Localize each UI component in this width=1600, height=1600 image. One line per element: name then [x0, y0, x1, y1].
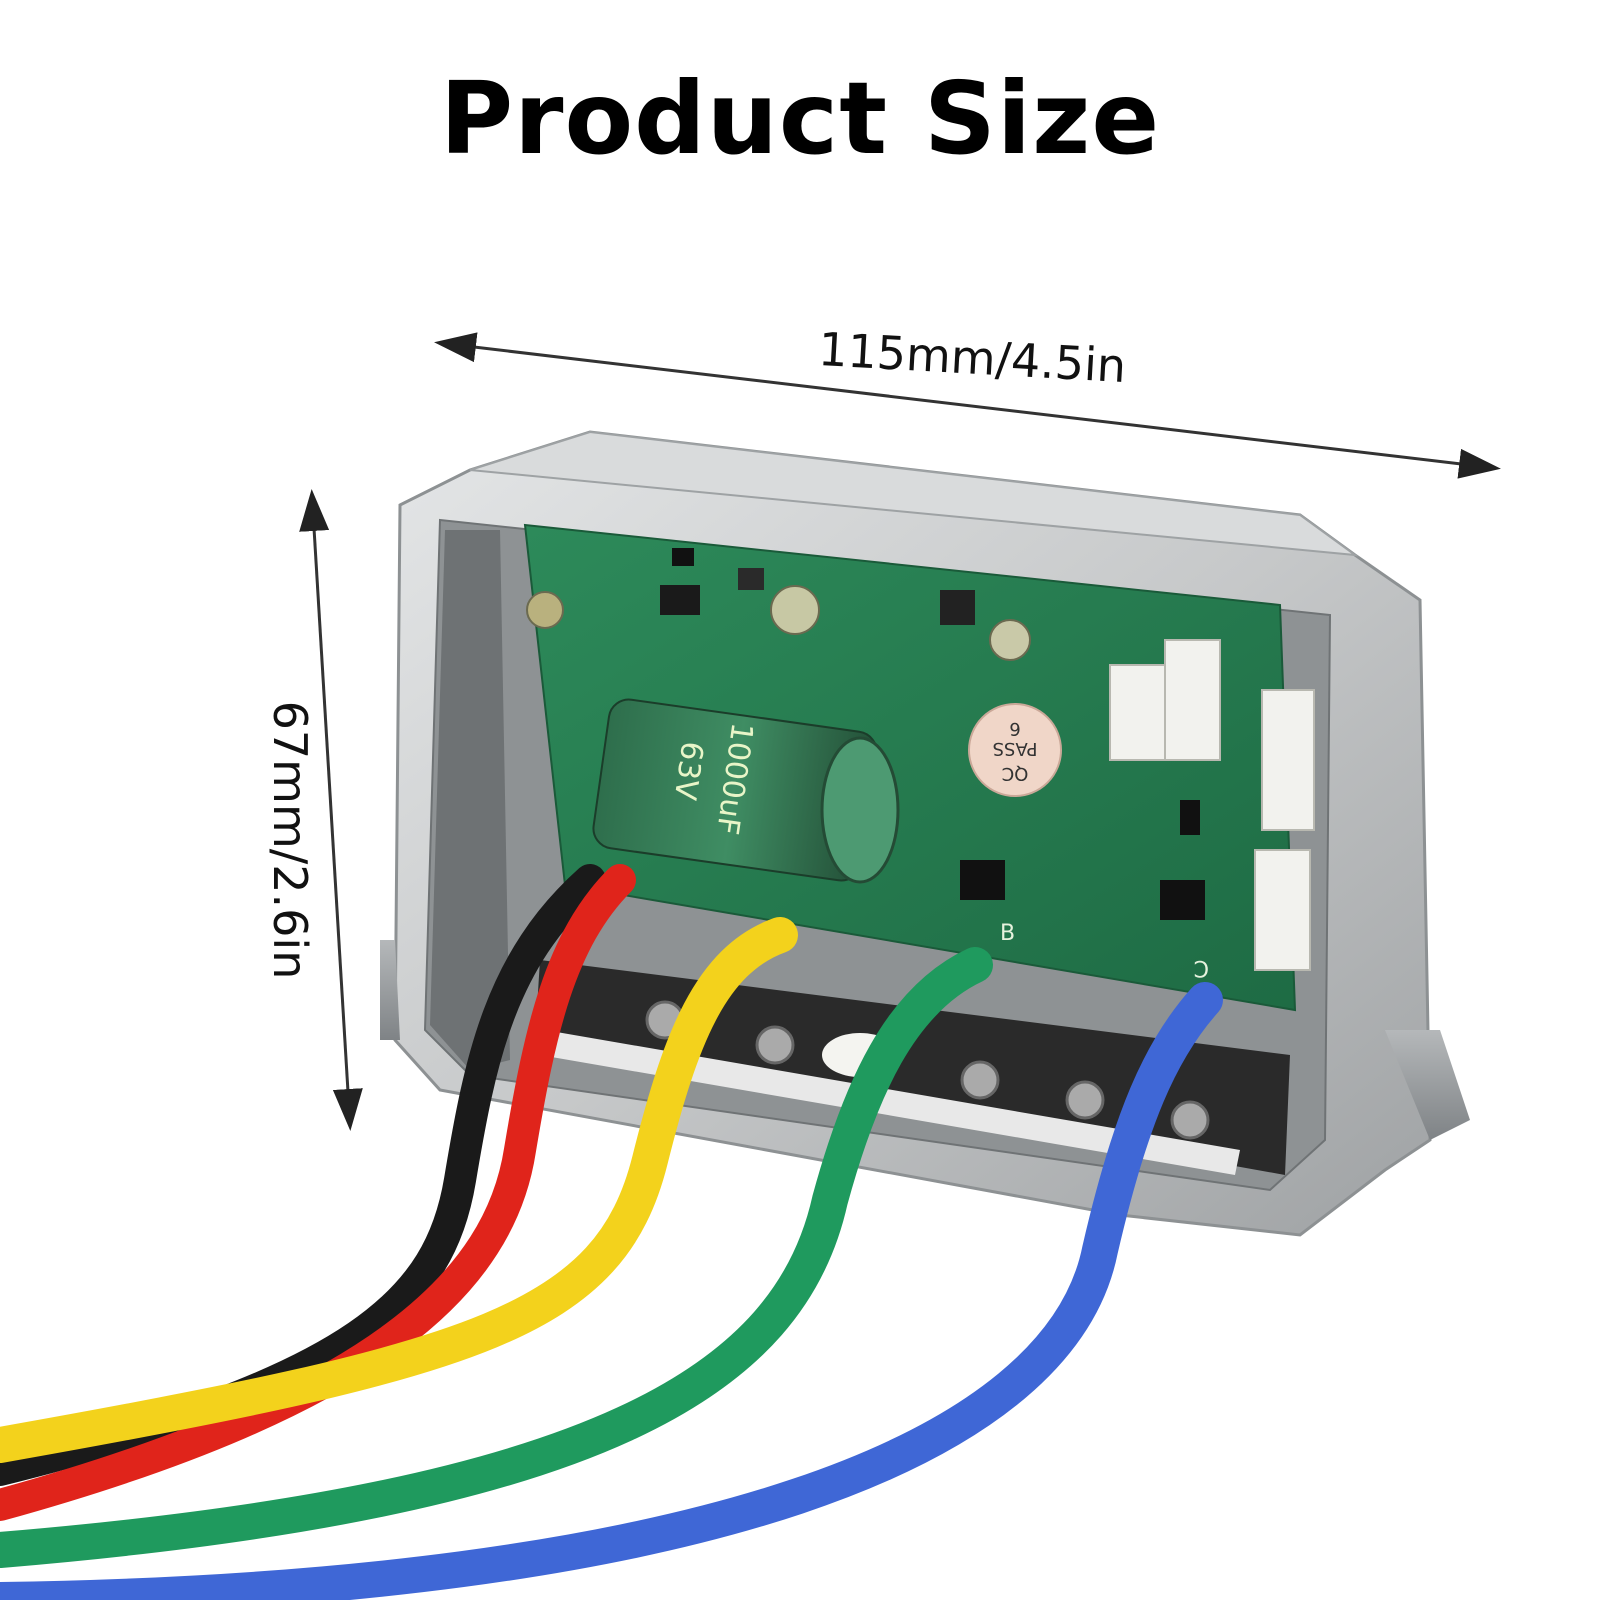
- phase-label-c: C: [1194, 955, 1209, 980]
- svg-text:PASS: PASS: [993, 738, 1038, 759]
- phase-label-b: B: [1000, 921, 1015, 946]
- height-dimension-label: 67mm/2.6in: [263, 700, 317, 980]
- svg-text:QC: QC: [1002, 763, 1029, 784]
- wire-bundle: [0, 864, 1223, 1600]
- qc-pass-sticker: QC PASS 6: [968, 703, 1062, 797]
- svg-text:6: 6: [1009, 718, 1020, 739]
- height-dimension-arrow: [299, 489, 363, 1131]
- capacitor-voltage-label: 63V: [667, 739, 710, 802]
- width-dimension-arrow: [434, 332, 1501, 479]
- green-wire: [0, 947, 993, 1568]
- circuit-board: 63V 1000uF QC PASS 6 B C: [523, 523, 1315, 1012]
- main-capacitor: 63V 1000uF: [592, 698, 900, 884]
- red-wire: [0, 864, 636, 1521]
- blue-wire: [0, 982, 1223, 1600]
- page-title: Product Size: [439, 60, 1161, 177]
- yellow-wire: [0, 917, 798, 1463]
